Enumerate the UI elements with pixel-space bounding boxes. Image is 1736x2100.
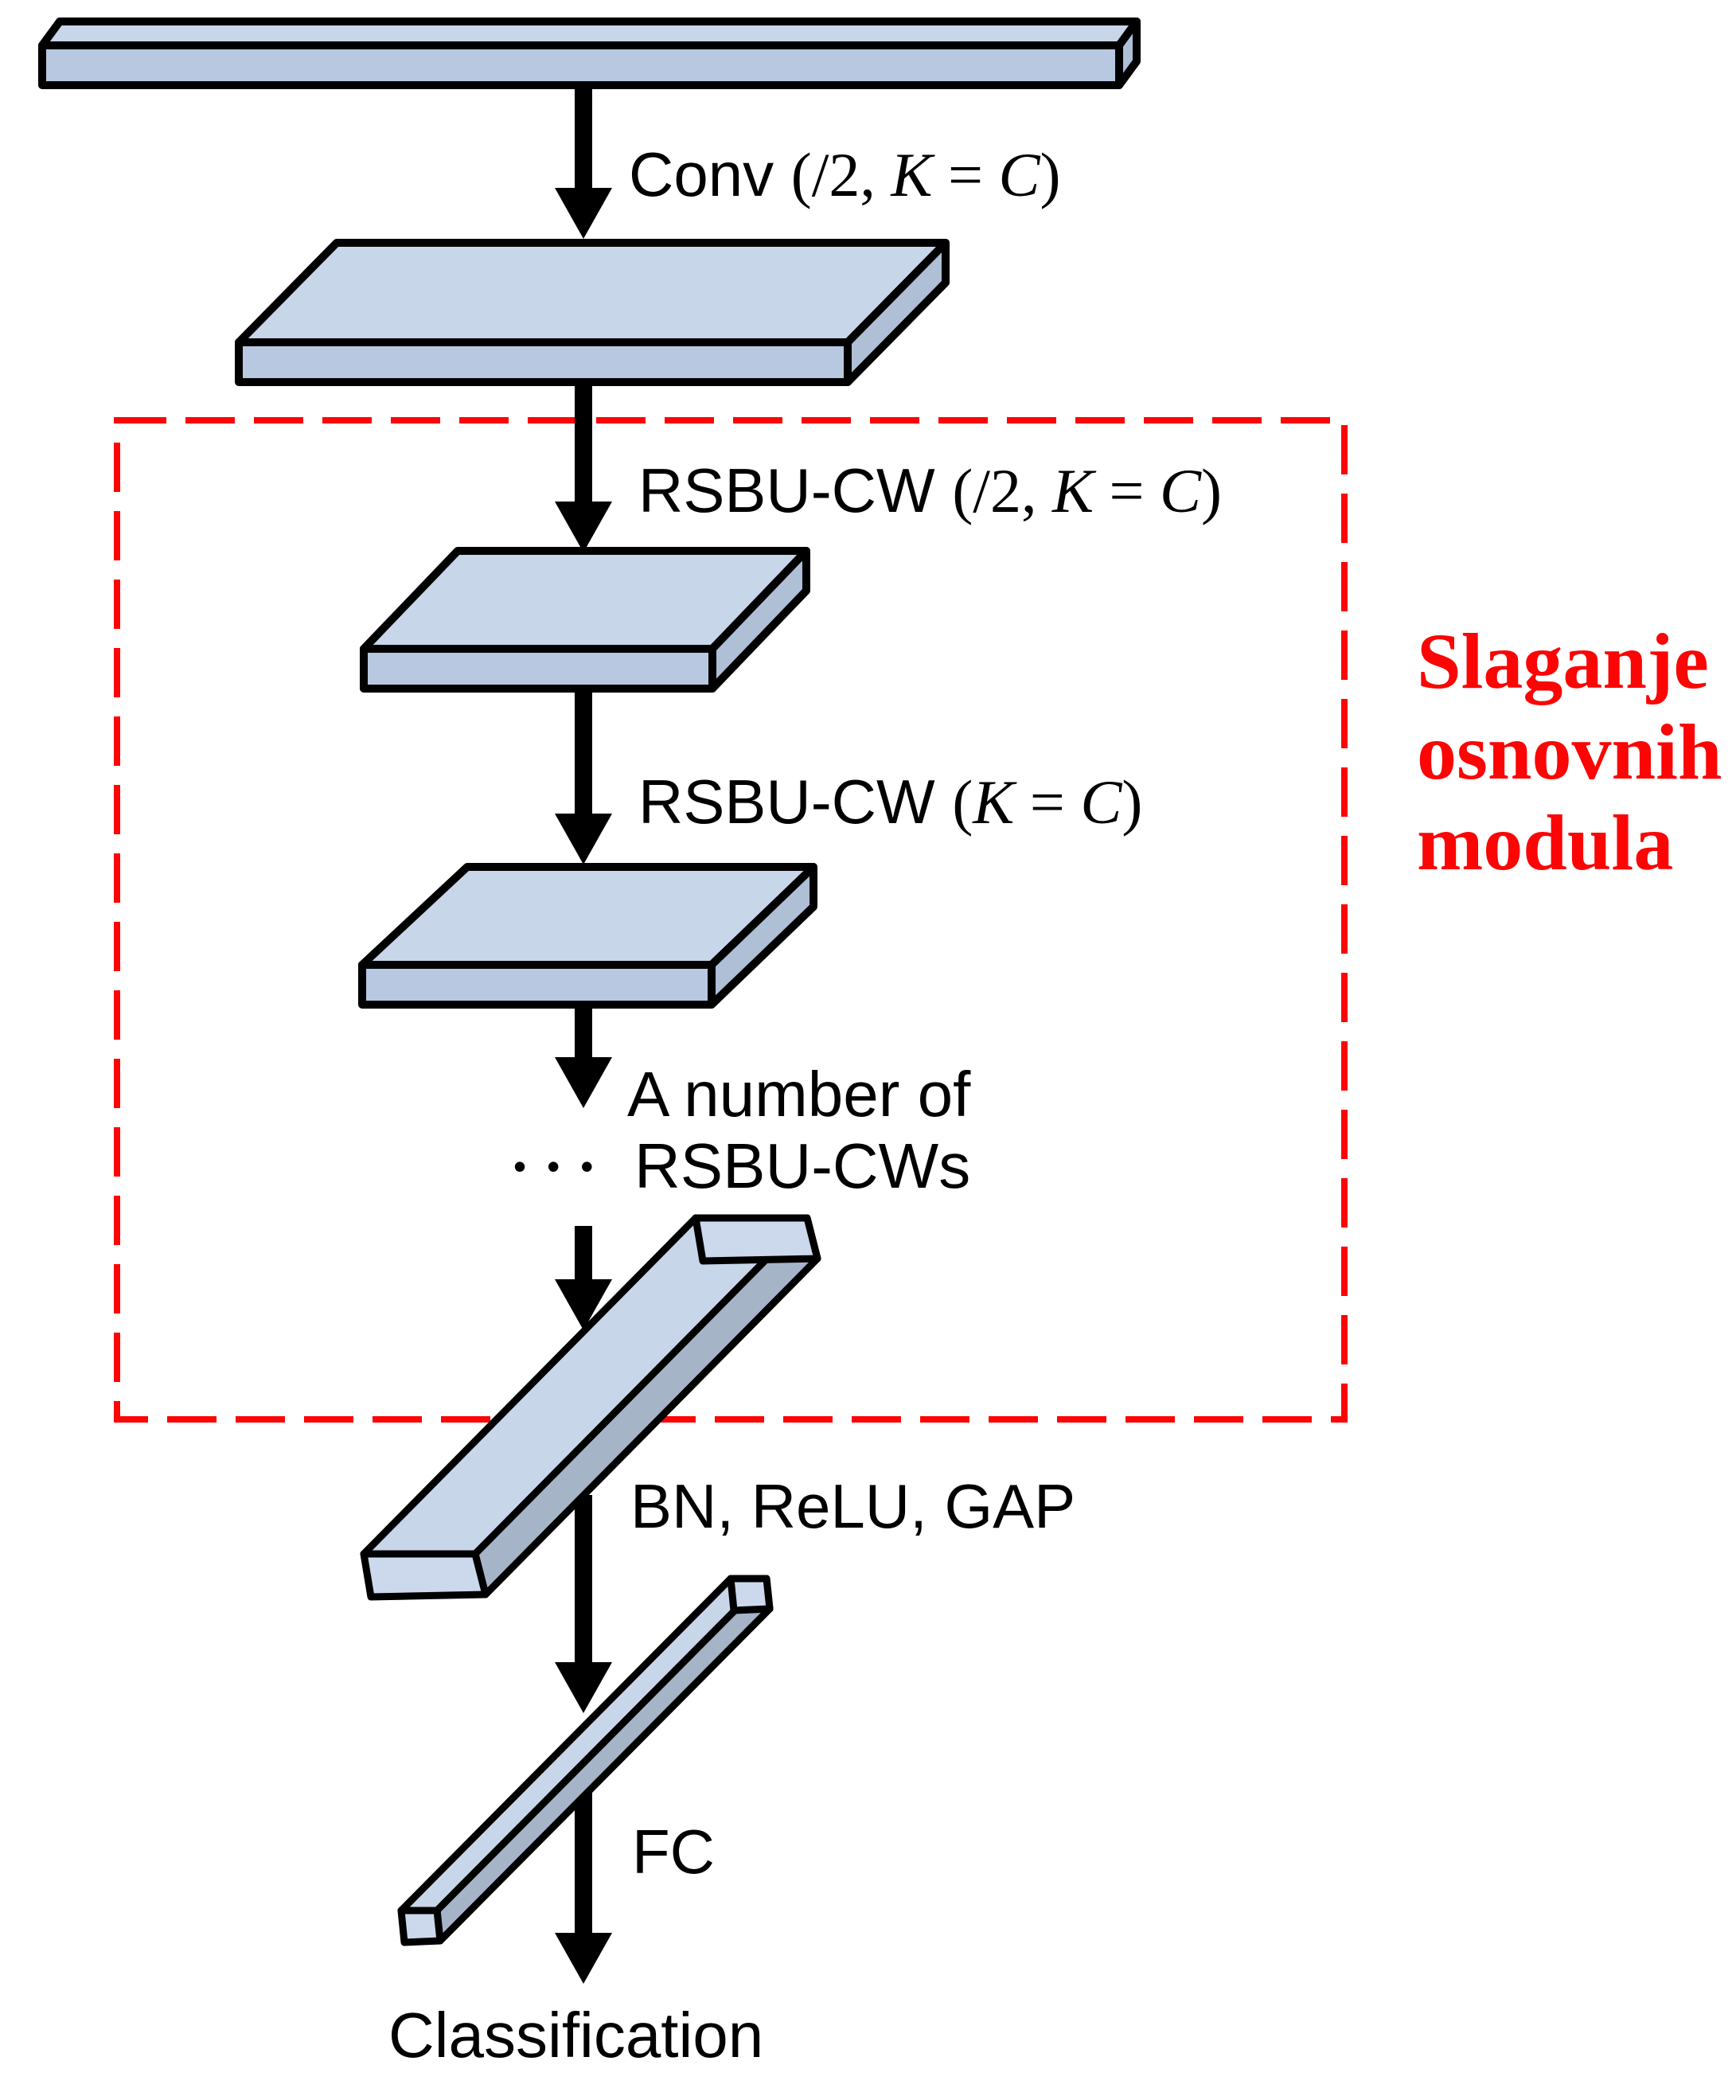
conv-label: Conv (/2, K = C) bbox=[629, 143, 1060, 206]
bn-relu-gap-label: BN, ReLU, GAP bbox=[630, 1471, 1076, 1541]
arrow-rsbu bbox=[555, 686, 612, 865]
stacked-modules-dashed-box bbox=[114, 417, 1348, 1423]
conv-label-k: K bbox=[891, 140, 933, 209]
arrow-more-rsbu bbox=[555, 999, 612, 1108]
conv-label-c: C bbox=[998, 140, 1040, 209]
stack-note-line2: RSBU-CWs bbox=[634, 1130, 971, 1201]
rsbu-downsample-open: (/2, bbox=[952, 456, 1052, 525]
arrow-bn-relu-gap bbox=[555, 1495, 612, 1713]
rsbu-downsample-label: RSBU-CW (/2, K = C) bbox=[638, 459, 1222, 522]
rsbu-downsample-k: K bbox=[1051, 456, 1094, 525]
annotation-line3: modula bbox=[1417, 798, 1674, 887]
conv-label-open: (/2, bbox=[790, 140, 891, 209]
rsbu-eq: = bbox=[1014, 767, 1081, 837]
annotation-line1: Slaganje bbox=[1417, 617, 1709, 705]
arrow-into-final-feature bbox=[555, 1226, 612, 1330]
rsbu-open: ( bbox=[952, 767, 973, 837]
rsbu-name: RSBU-CW bbox=[638, 767, 953, 837]
feature-vector-bar bbox=[397, 1575, 774, 1946]
input-signal-bar bbox=[38, 18, 1141, 89]
ellipsis-dots: ••• bbox=[513, 1146, 614, 1187]
conv-label-eq: = bbox=[932, 140, 999, 209]
stacked-modules-annotation: Slaganje osnovnih modula bbox=[1417, 616, 1722, 888]
arrow-conv bbox=[555, 83, 612, 239]
rsbu-close: ) bbox=[1122, 767, 1143, 837]
classification-label: Classification bbox=[388, 2000, 764, 2071]
rsbu-k: K bbox=[973, 767, 1015, 837]
rsbu-label: RSBU-CW (K = C) bbox=[638, 771, 1142, 833]
rsbu-downsample-eq: = bbox=[1094, 456, 1160, 525]
arrow-rsbu-downsample bbox=[555, 381, 612, 552]
conv-label-name: Conv bbox=[629, 139, 791, 209]
rsbu-downsample-c: C bbox=[1160, 456, 1202, 525]
rsbu-downsample-name: RSBU-CW bbox=[638, 455, 953, 525]
rsbu-downsample-close: ) bbox=[1201, 456, 1223, 525]
fc-label: FC bbox=[632, 1817, 715, 1887]
rsbu-output-feature-map-2 bbox=[358, 863, 817, 1009]
final-feature-map-bar bbox=[360, 1214, 821, 1601]
conv-output-feature-map bbox=[235, 239, 950, 386]
conv-label-close: ) bbox=[1040, 140, 1061, 209]
arrow-fc bbox=[555, 1785, 612, 1984]
rsbu-output-feature-map-1 bbox=[360, 547, 810, 693]
rsbu-c: C bbox=[1080, 767, 1122, 837]
annotation-line2: osnovnih bbox=[1417, 708, 1722, 796]
stack-note-line1: A number of bbox=[627, 1059, 971, 1130]
